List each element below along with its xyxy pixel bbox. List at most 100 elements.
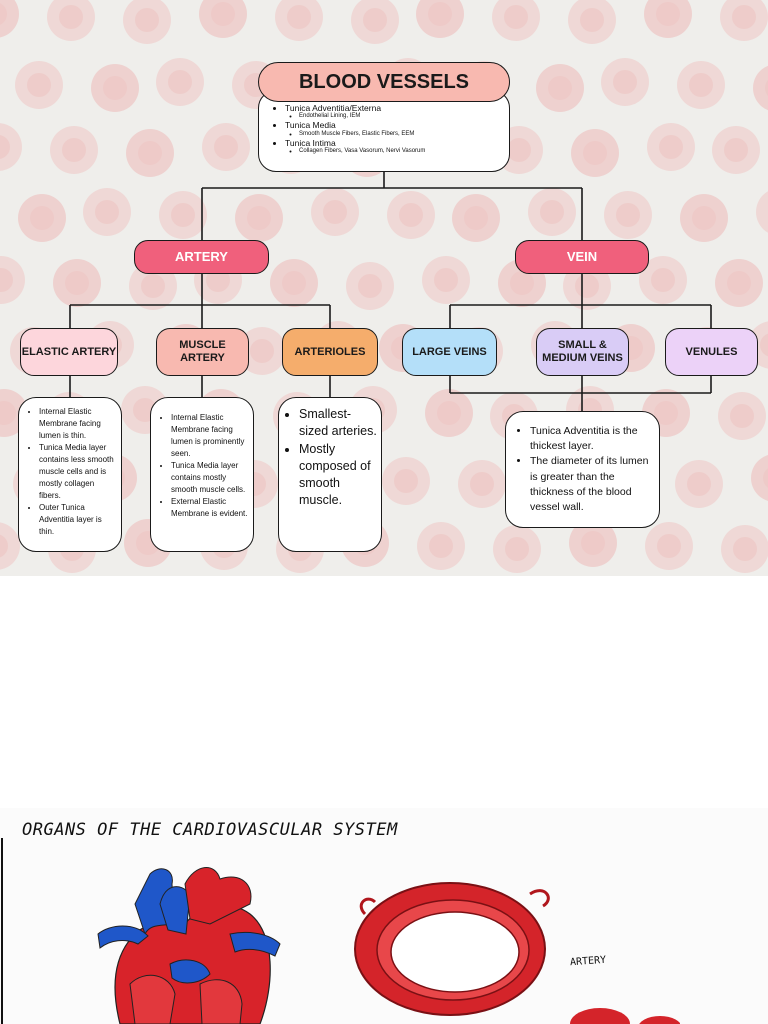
blood-cell <box>53 259 101 307</box>
caption: ORGANS OF THE CARDIOVASCULAR SYSTEM <box>22 820 398 840</box>
left-edge-line <box>1 838 3 1024</box>
blood-cell <box>235 194 283 242</box>
venules-node: VENULES <box>665 328 758 376</box>
layer-detail-list: Endothelial Lining, IEM <box>285 113 501 120</box>
blood-cell <box>275 0 323 41</box>
blood-cell <box>569 519 617 567</box>
blood-cell <box>0 522 20 570</box>
blood-cell <box>571 129 619 177</box>
connector-lines <box>69 172 712 411</box>
blood-cell <box>712 126 760 174</box>
blood-cell <box>492 0 540 41</box>
vein-node: VEIN <box>515 240 649 274</box>
note-item: Outer Tunica Adventitia layer is thin. <box>39 502 117 538</box>
blood-cell <box>604 191 652 239</box>
blood-cell <box>0 123 22 171</box>
blood-cell <box>199 0 247 38</box>
artery-cross-section-icon <box>354 882 550 1016</box>
note-item: Mostly composed of smooth muscle. <box>299 441 379 510</box>
layer-item: Tunica Adventitia/ExternaEndothelial Lin… <box>285 103 501 120</box>
blood-cell <box>647 123 695 171</box>
blood-cell <box>159 191 207 239</box>
blood-cell <box>751 455 768 501</box>
note-item: Smallest-sized arteries. <box>299 406 379 441</box>
layer-detail: Smooth Muscle Fibers, Elastic Fibers, EE… <box>299 131 501 138</box>
layer-name: Tunica Intima <box>285 137 336 148</box>
blood-cell <box>677 61 725 109</box>
blood-cell <box>0 0 19 38</box>
layer-list: Tunica Adventitia/ExternaEndothelial Lin… <box>267 103 501 155</box>
blood-cell <box>123 0 171 44</box>
blood-cell <box>83 188 131 236</box>
note-item: Tunica Media layer contains less smooth … <box>39 442 117 502</box>
blood-cell <box>0 256 25 304</box>
blood-cell <box>346 262 394 310</box>
blood-cell <box>563 262 611 310</box>
muscle-artery-notes: Internal Elastic Membrane facing lumen i… <box>150 397 254 552</box>
blood-cells-icon <box>570 1008 680 1024</box>
blood-cell <box>126 129 174 177</box>
note-item: Internal Elastic Membrane facing lumen i… <box>171 412 249 460</box>
elastic-artery-notes: Internal Elastic Membrane facing lumen i… <box>18 397 122 552</box>
muscle-artery-node: MUSCLE ARTERY <box>156 328 249 376</box>
note-item: The diameter of its lumen is greater tha… <box>530 454 653 515</box>
blood-cell <box>458 460 506 508</box>
layers-box: Tunica Adventitia/ExternaEndothelial Lin… <box>258 90 510 172</box>
heart-icon <box>97 867 281 1024</box>
blood-cell <box>270 259 318 307</box>
layer-item: Tunica MediaSmooth Muscle Fibers, Elasti… <box>285 120 501 137</box>
blood-cell <box>645 522 693 570</box>
blood-cell <box>202 123 250 171</box>
blood-cell <box>721 525 768 573</box>
layer-item: Tunica IntimaCollagen Fibers, Vasa Vasor… <box>285 138 501 155</box>
blood-cell <box>452 194 500 242</box>
vein-notes-list: Tunica Adventitia is the thickest layer.… <box>512 424 653 515</box>
blood-cell <box>528 188 576 236</box>
blood-cell <box>311 188 359 236</box>
blood-vessels-diagram: Tunica Adventitia/ExternaEndothelial Lin… <box>0 0 768 576</box>
layer-detail: Collagen Fibers, Vasa Vasorum, Nervi Vas… <box>299 148 501 155</box>
blood-cell <box>129 262 177 310</box>
large-veins-node: LARGE VEINS <box>402 328 497 376</box>
layer-detail-list: Collagen Fibers, Vasa Vasorum, Nervi Vas… <box>285 148 501 155</box>
blood-cell <box>644 0 692 38</box>
blood-cell <box>568 0 616 44</box>
blood-cell <box>753 65 768 111</box>
blood-cell <box>417 522 465 570</box>
blood-cell <box>416 0 464 38</box>
small-medium-veins-node: SMALL & MEDIUM VEINS <box>536 328 629 376</box>
blood-cell <box>756 191 768 233</box>
muscle-notes-list: Internal Elastic Membrane facing lumen i… <box>153 412 249 520</box>
blood-cell <box>601 58 649 106</box>
layer-detail: Endothelial Lining, IEM <box>299 113 501 120</box>
vein-notes: Tunica Adventitia is the thickest layer.… <box>505 411 660 528</box>
note-item: Internal Elastic Membrane facing lumen i… <box>39 406 117 442</box>
blood-cell <box>238 327 286 375</box>
blood-cell <box>50 126 98 174</box>
blood-cell <box>718 392 766 440</box>
blood-cell <box>47 0 95 41</box>
blood-cell <box>675 460 723 508</box>
blood-cell <box>720 0 768 41</box>
blood-cell <box>715 259 763 307</box>
elastic-artery-node: ELASTIC ARTERY <box>20 328 118 376</box>
elastic-notes-list: Internal Elastic Membrane facing lumen i… <box>21 406 117 538</box>
blood-cell <box>536 64 584 112</box>
blood-cell <box>425 389 473 437</box>
blood-cell <box>422 256 470 304</box>
blood-cell <box>156 58 204 106</box>
blood-cell <box>91 64 139 112</box>
blood-cell <box>387 191 435 239</box>
layer-name: Tunica Media <box>285 120 336 131</box>
blood-cell <box>18 194 66 242</box>
cardiovascular-illustration: ORGANS OF THE CARDIOVASCULAR SYSTEM ARTE… <box>0 808 768 1024</box>
note-item: Tunica Adventitia is the thickest layer. <box>530 424 653 454</box>
arterioles-node: ARTERIOLES <box>282 328 378 376</box>
arterioles-notes-list: Smallest-sized arteries.Mostly composed … <box>281 406 379 510</box>
layer-name: Tunica Adventitia/Externa <box>285 103 382 113</box>
artery-node: ARTERY <box>134 240 269 274</box>
artery-illustration-label: ARTERY <box>569 954 607 969</box>
arterioles-notes: Smallest-sized arteries.Mostly composed … <box>278 397 382 552</box>
note-item: Tunica Media layer contains mostly smoot… <box>171 460 249 496</box>
blood-cell <box>639 256 687 304</box>
